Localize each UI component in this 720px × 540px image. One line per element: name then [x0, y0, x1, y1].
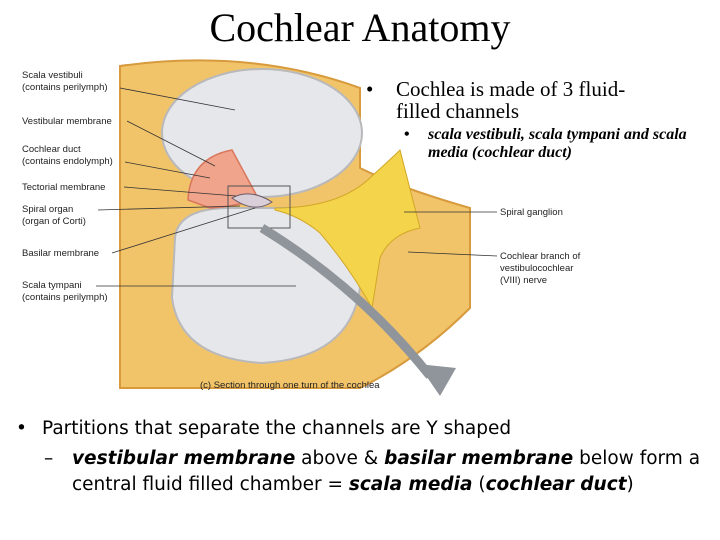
leader-tectorial-membrane — [123, 186, 237, 197]
leader-scala-vestibuli — [119, 87, 236, 111]
slide-title: Cochlear Anatomy — [209, 5, 511, 50]
spiral-organ-shape — [231, 193, 273, 208]
term-basilar-membrane: basilar membrane — [384, 448, 574, 469]
figure-caption: (c) Section through one turn of the coch… — [200, 380, 380, 391]
dash-text-part: ) — [626, 474, 634, 495]
dash-text-part: below form a central fluid filled chambe… — [72, 448, 701, 495]
label-vestibular-membrane: Vestibular membrane — [22, 116, 112, 127]
label-cochlear-branch: Cochlear branch of — [500, 251, 581, 262]
dash-text-part: above & — [295, 448, 385, 469]
label-basilar-membrane: Basilar membrane — [22, 248, 99, 259]
bullet-sub-text: scala vestibuli, scala tympani and scala… — [428, 126, 687, 161]
bullet-dot: • — [16, 418, 27, 439]
label-cochlear-branch-2: vestibulocochlear — [500, 263, 573, 274]
direction-arrow — [259, 224, 434, 379]
leader-vestibular-membrane — [126, 120, 216, 167]
bullet-main-text: Cochlea is made of 3 fluid-filled channe… — [396, 77, 626, 123]
term-cochlear-duct: cochlear duct — [485, 474, 627, 495]
bullet-dot: • — [366, 77, 374, 101]
cochlea-section-figure: Scala vestibuli (contains perilymph) Ves… — [22, 59, 581, 396]
label-scala-vestibuli: Scala vestibuli — [22, 70, 83, 81]
bullet-dot: • — [404, 126, 410, 143]
label-spiral-organ-note: (organ of Corti) — [22, 216, 86, 227]
bullet-sub: • scala vestibuli, scala tympani and sca… — [404, 126, 694, 162]
label-cochlear-duct: Cochlear duct — [22, 144, 81, 155]
bullet-main: • Cochlea is made of 3 fluid-filled chan… — [366, 78, 666, 122]
label-spiral-ganglion: Spiral ganglion — [500, 207, 563, 218]
label-scala-vestibuli-note: (contains perilymph) — [22, 82, 108, 93]
leader-cochlear-branch — [407, 251, 498, 257]
direction-arrowhead — [418, 364, 456, 396]
term-scala-media: scala media — [348, 474, 473, 495]
cochlear-nerve-shape — [274, 149, 421, 310]
dash-text-part: ( — [472, 474, 486, 495]
leader-spiral-organ — [97, 205, 241, 211]
bullet-bottom: • Partitions that separate the channels … — [16, 416, 716, 442]
bullet-dash: – vestibular membrane above & basilar me… — [44, 446, 716, 498]
bullet-bottom-text: Partitions that separate the channels ar… — [42, 418, 512, 439]
dash-marker: – — [44, 448, 54, 469]
label-scala-tympani: Scala tympani — [22, 280, 82, 291]
leader-cochlear-duct — [124, 161, 211, 179]
bullet-dash-text: vestibular membrane above & basilar memb… — [44, 446, 716, 498]
label-spiral-organ: Spiral organ — [22, 204, 73, 215]
label-scala-tympani-note: (contains perilymph) — [22, 292, 108, 303]
label-cochlear-branch-3: (VIII) nerve — [500, 275, 547, 286]
leader-basilar-membrane — [111, 207, 256, 254]
label-cochlear-duct-note: (contains endolymph) — [22, 156, 113, 167]
term-vestibular-membrane: vestibular membrane — [72, 448, 296, 469]
spiral-organ-highlight-box — [227, 185, 291, 229]
label-tectorial-membrane: Tectorial membrane — [22, 182, 105, 193]
